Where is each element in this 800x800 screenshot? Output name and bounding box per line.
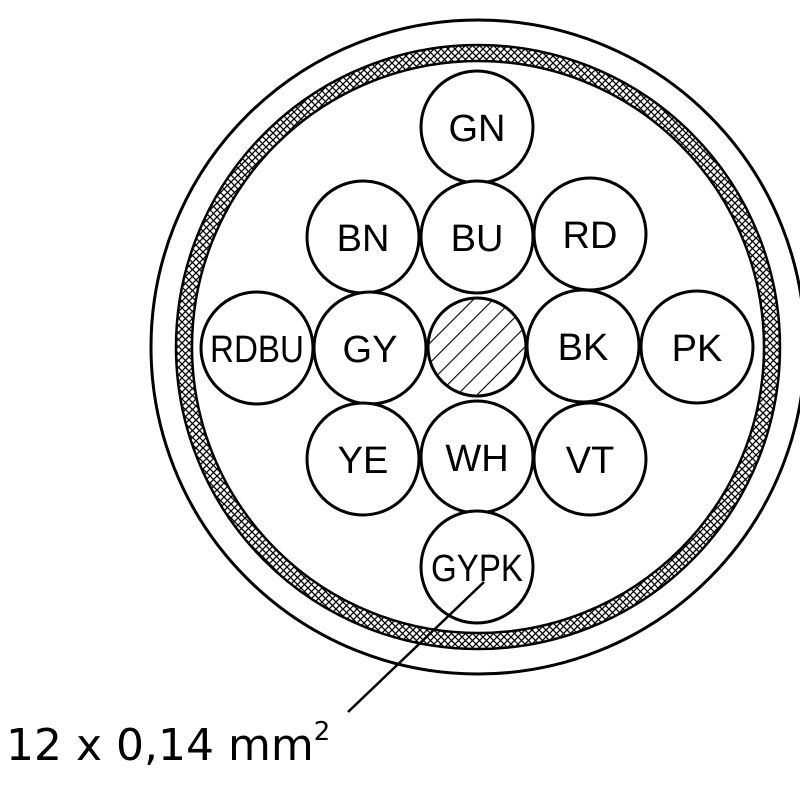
core-bk: BK	[525, 288, 641, 404]
core-label: WH	[445, 438, 508, 480]
core-spec-superscript: 2	[314, 717, 331, 747]
shield-outer-edge	[174, 43, 782, 651]
core-gypk: GYPK	[419, 509, 535, 625]
core-gn: GN	[419, 69, 535, 185]
core-spec-main: 12 x 0,14 mm	[6, 720, 314, 771]
core-label: BK	[558, 327, 609, 369]
core-label: GN	[449, 108, 506, 150]
center-filler	[426, 296, 528, 398]
core-bu: BU	[419, 179, 535, 295]
core-label: BN	[337, 218, 390, 260]
core-rd: RD	[532, 176, 648, 292]
core-circle	[532, 401, 648, 517]
core-label: VT	[566, 440, 615, 482]
core-label: GYPK	[431, 548, 523, 590]
core-rdbu: RDBU	[199, 290, 315, 406]
core-wh: WH	[419, 399, 535, 515]
leader-line	[347, 581, 485, 713]
core-circle	[419, 509, 535, 625]
core-gy: GY	[312, 290, 428, 406]
core-label: PK	[672, 328, 723, 370]
core-pk: PK	[639, 289, 755, 405]
core-label: YE	[338, 440, 389, 482]
core-circle	[305, 401, 421, 517]
core-label: RDBU	[210, 329, 304, 371]
core-label: RD	[563, 215, 618, 257]
core-circle	[639, 289, 755, 405]
core-label: GY	[343, 329, 398, 371]
core-spec-label: 12 x 0,14 mm2	[6, 717, 330, 771]
core-label: BU	[451, 218, 504, 260]
core-vt: VT	[532, 401, 648, 517]
core-ye: YE	[305, 401, 421, 517]
core-bn: BN	[305, 179, 421, 295]
